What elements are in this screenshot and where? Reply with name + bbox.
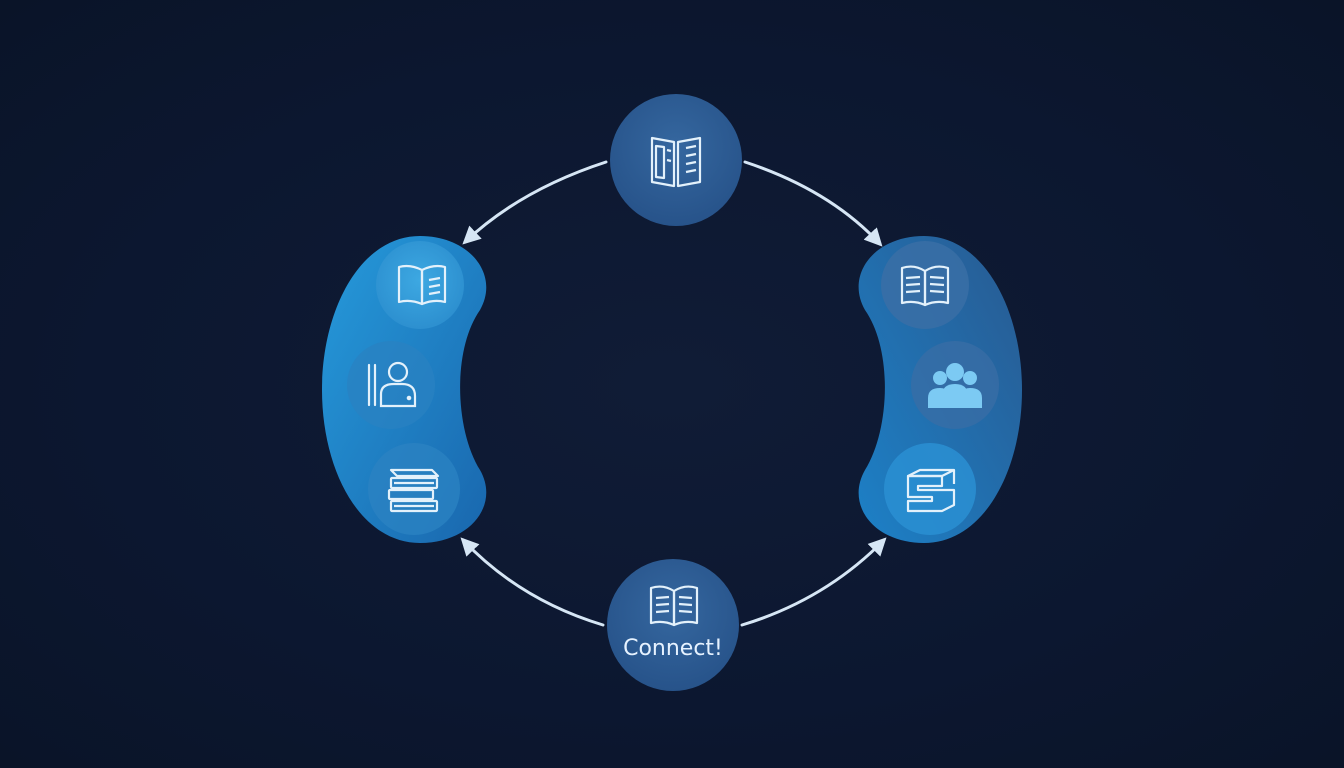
arrow-top-to-left [462,160,608,245]
arrow-bottom-to-left [460,537,605,627]
arrow-top-to-right [743,160,883,247]
open-book-icon [649,585,699,627]
top-node [610,94,742,226]
bottom-node: Connect! [607,559,739,691]
bottom-node-label: Connect! [623,636,723,661]
open-book-lines-icon [881,241,969,329]
open-book-icon [376,241,464,329]
person-reading-icon [347,341,435,429]
arrow-bottom-to-right [740,537,887,627]
group-people-icon [911,341,999,429]
open-book-pages-icon [650,136,702,188]
left-panel [322,236,487,543]
arrows [460,160,887,627]
stacked-books-icon [368,443,460,535]
cube-s-icon [884,443,976,535]
right-panel [858,236,1022,543]
